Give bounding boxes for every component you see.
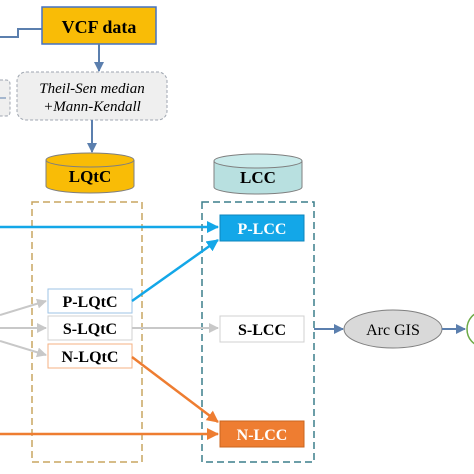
connector-top-left xyxy=(0,28,42,38)
gray-line-left-1 xyxy=(0,298,47,316)
n-lcc-box xyxy=(219,420,305,448)
p-lcc-label: P-LCC xyxy=(238,221,287,238)
lcc-cylinder xyxy=(213,153,303,195)
vcf-data-box xyxy=(41,6,157,45)
s-lcc-box xyxy=(219,315,305,343)
lcc-container xyxy=(201,201,315,463)
p-lqtc-label: P-LQtC xyxy=(62,294,117,311)
s-lqtc-box xyxy=(47,315,133,341)
arrow-n-lqtc-to-n-lcc xyxy=(131,356,219,423)
lqtc-container xyxy=(31,201,143,463)
n-lcc-label: N-LCC xyxy=(237,427,288,444)
method-label-line2: +Mann-Kendall xyxy=(43,99,141,115)
lqtc-label: LQtC xyxy=(69,167,112,186)
lcc-label: LCC xyxy=(240,168,276,187)
p-lcc-box xyxy=(219,214,305,242)
arcgis-label: Arc GIS xyxy=(366,322,420,339)
s-lcc-label: S-LCC xyxy=(238,322,286,339)
output-shape-partial xyxy=(466,313,474,345)
vcf-data-label: VCF data xyxy=(62,17,137,37)
n-lqtc-label: N-LQtC xyxy=(62,349,119,366)
arrow-p-lqtc-to-p-lcc xyxy=(131,238,219,303)
s-lqtc-label: S-LQtC xyxy=(63,321,117,338)
lqtc-cylinder xyxy=(45,152,135,194)
gray-line-left-3 xyxy=(0,340,47,358)
method-label-line1: Theil-Sen median xyxy=(39,81,144,97)
n-lqtc-box xyxy=(47,343,133,369)
